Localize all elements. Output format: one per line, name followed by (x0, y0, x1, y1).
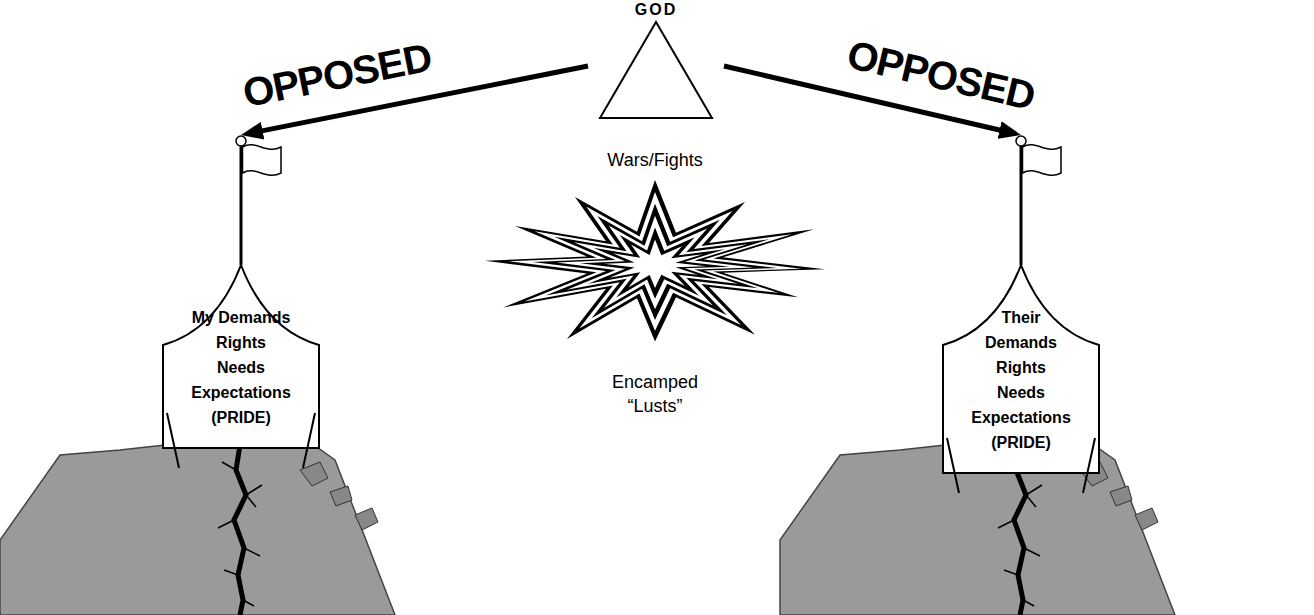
crack-branch (218, 462, 262, 606)
starburst (485, 180, 825, 342)
starburst-ring (509, 192, 801, 331)
god-triangle: GOD (588, 0, 724, 120)
starburst-ring (604, 240, 706, 288)
starburst-ring (580, 228, 730, 299)
tent-stake (1083, 438, 1095, 493)
tent-text: My Demands Rights Needs Expectations (PR… (191, 305, 291, 430)
rock (355, 508, 378, 530)
rock (1135, 508, 1158, 530)
annotation-label: Wars/Fights (575, 148, 735, 172)
tent-stake (947, 438, 959, 493)
rock (1110, 486, 1132, 506)
mountain-rock (0, 440, 395, 615)
node-heading: GOD (588, 0, 724, 20)
pole-ball (236, 136, 246, 146)
tent-stake (167, 413, 179, 468)
tent-node: My Demands Rights Needs Expectations (PR… (161, 135, 321, 448)
flag (1023, 145, 1062, 176)
tent-text: Their Demands Rights Needs Expectations … (971, 305, 1071, 455)
mountain (0, 440, 395, 615)
crack-branch (998, 462, 1042, 606)
edge-label: OPPOSED (843, 32, 1039, 118)
flag (243, 145, 282, 176)
starburst-ring (533, 204, 778, 320)
tent-stake (303, 413, 315, 468)
starburst-ring (556, 216, 753, 310)
node-outline (161, 135, 321, 478)
tent-outline (943, 265, 1099, 473)
crack (234, 445, 246, 615)
tent-node: Their Demands Rights Needs Expectations … (941, 135, 1101, 473)
starburst-ring (485, 180, 825, 342)
annotation-label: Encamped “Lusts” (595, 370, 715, 418)
triangle-outline (600, 22, 712, 118)
tent-outline (163, 265, 319, 448)
rock (330, 486, 352, 506)
pole-ball (1016, 136, 1026, 146)
